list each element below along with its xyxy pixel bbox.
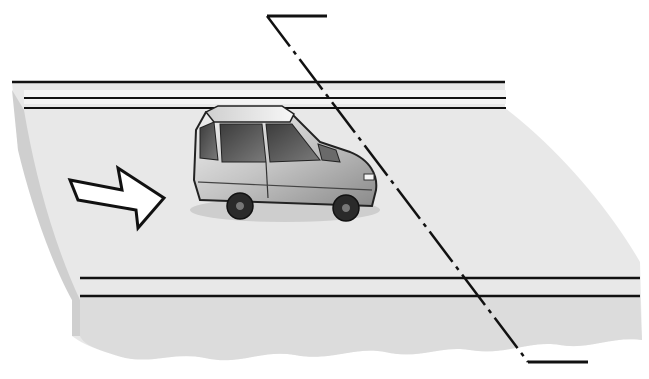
car-side-window-1 bbox=[220, 124, 266, 162]
road bbox=[12, 82, 642, 360]
road-lower-curb bbox=[80, 296, 642, 360]
car-roof bbox=[206, 106, 294, 122]
